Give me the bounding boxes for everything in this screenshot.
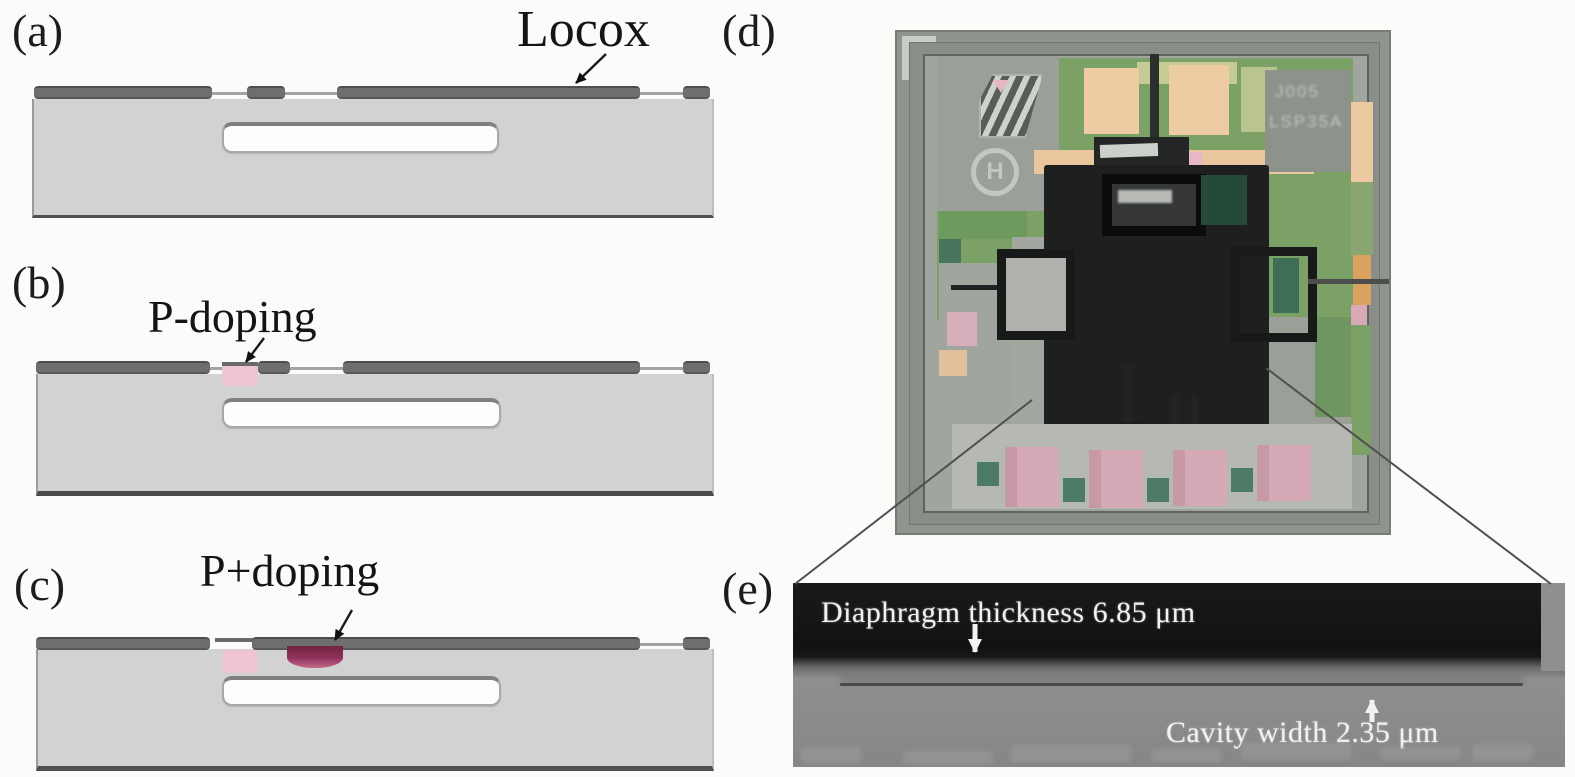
- bond-pad-tan: [1084, 68, 1139, 134]
- cavity-annotation: Cavity width 2.35 μm: [1166, 716, 1439, 749]
- surface-line: [210, 367, 222, 370]
- teal-pad: [1063, 478, 1085, 502]
- buried-cavity-c: [222, 676, 501, 706]
- locox-layer-segment: [258, 361, 290, 374]
- p-doping-region: [223, 650, 257, 673]
- locox-arrow: [575, 53, 607, 84]
- teal-pad: [1147, 478, 1169, 502]
- teal-pad: [977, 462, 999, 486]
- locox-annotation: Locox: [517, 1, 650, 58]
- locox-layer-segment: [34, 86, 212, 99]
- surface-line: [212, 92, 247, 95]
- surface-line: [640, 643, 683, 646]
- sem-image: Diaphragm thickness 6.85 μm Cavity width…: [793, 583, 1565, 767]
- board-patch: [1349, 325, 1371, 455]
- pink-pad: [1089, 450, 1143, 508]
- right-bracket: [1231, 247, 1317, 342]
- substrate-c: [36, 649, 714, 771]
- teal-pad: [1231, 468, 1253, 492]
- sem-texture: [1241, 743, 1351, 760]
- surface-line: [640, 367, 683, 370]
- panel-d-label: (d): [722, 5, 776, 56]
- locox-layer-segment: [343, 361, 640, 374]
- left-bracket: [997, 249, 1075, 340]
- surface-cap: [215, 638, 257, 642]
- locox-layer-segment: [683, 637, 710, 650]
- bond-wire-top: [1150, 54, 1159, 146]
- bond-wire-bottom: [1124, 365, 1132, 465]
- sem-texture: [1151, 749, 1221, 762]
- board-patch: [1351, 102, 1373, 182]
- p-doping-region: [222, 366, 258, 386]
- panel-a-label: (a): [12, 5, 64, 56]
- diaphragm-annotation: Diaphragm thickness 6.85 μm: [821, 596, 1196, 629]
- board-patch: [939, 211, 1027, 239]
- teal-pad: [1273, 258, 1299, 313]
- pink-pad: [1005, 447, 1059, 507]
- die-notch: [1102, 174, 1206, 236]
- p-plus-doping-annotation: P+doping: [200, 545, 380, 596]
- marking-patch: [1265, 70, 1351, 172]
- pink-pad-small: [947, 312, 977, 346]
- circled-h-mark: H: [971, 148, 1019, 196]
- locox-layer-segment: [36, 637, 210, 650]
- p-plus-doping-region: [287, 646, 343, 668]
- bond-pad-tan: [1169, 65, 1229, 135]
- surface-line: [290, 367, 343, 370]
- tan-pad-small: [939, 350, 967, 376]
- die-green-square: [1201, 175, 1247, 225]
- sem-texture: [1473, 744, 1533, 761]
- die-clamp-highlight: [1099, 142, 1159, 159]
- locox-layer-segment: [683, 361, 710, 374]
- surface-line: [640, 92, 683, 95]
- substrate-b: [36, 374, 714, 496]
- surface-line: [285, 92, 337, 95]
- teal-pad: [939, 239, 961, 263]
- pink-tick: [1351, 305, 1367, 325]
- sem-texture: [1381, 747, 1461, 760]
- circled-h-letter: H: [986, 158, 1004, 185]
- buried-cavity-b: [222, 398, 501, 428]
- sem-texture: [801, 747, 861, 763]
- panel-c-label: (c): [14, 559, 66, 610]
- buried-cavity-a: [222, 122, 499, 153]
- bond-wire-left: [951, 285, 997, 290]
- chip-marking-line2: LSP35A: [1269, 112, 1344, 131]
- chip-photo: H J005 LSP35A: [895, 30, 1391, 535]
- substrate-a: [32, 99, 714, 218]
- p-plus-doping-arrow: [333, 609, 354, 641]
- sem-cavity-gap: [840, 683, 1523, 686]
- surface-cap: [222, 362, 258, 366]
- die-notch-glint: [1118, 190, 1172, 203]
- locox-layer-segment: [337, 86, 640, 99]
- p-doping-annotation: P-doping: [148, 291, 317, 342]
- board-patch: [1351, 182, 1373, 255]
- panel-e-label: (e): [722, 563, 774, 614]
- panel-b-label: (b): [12, 257, 66, 308]
- locox-layer-segment: [247, 86, 285, 99]
- sem-right-sliver: [1541, 583, 1565, 671]
- sem-texture: [1011, 745, 1131, 762]
- chip-marking-line1: J005: [1275, 82, 1320, 101]
- pink-pad: [1257, 445, 1311, 501]
- locox-layer-segment: [683, 86, 710, 99]
- bond-wire-right: [1308, 279, 1389, 284]
- sem-texture: [903, 751, 993, 764]
- board-patch: [1315, 317, 1351, 417]
- pink-pad: [1173, 450, 1227, 506]
- locox-layer-segment: [36, 361, 210, 374]
